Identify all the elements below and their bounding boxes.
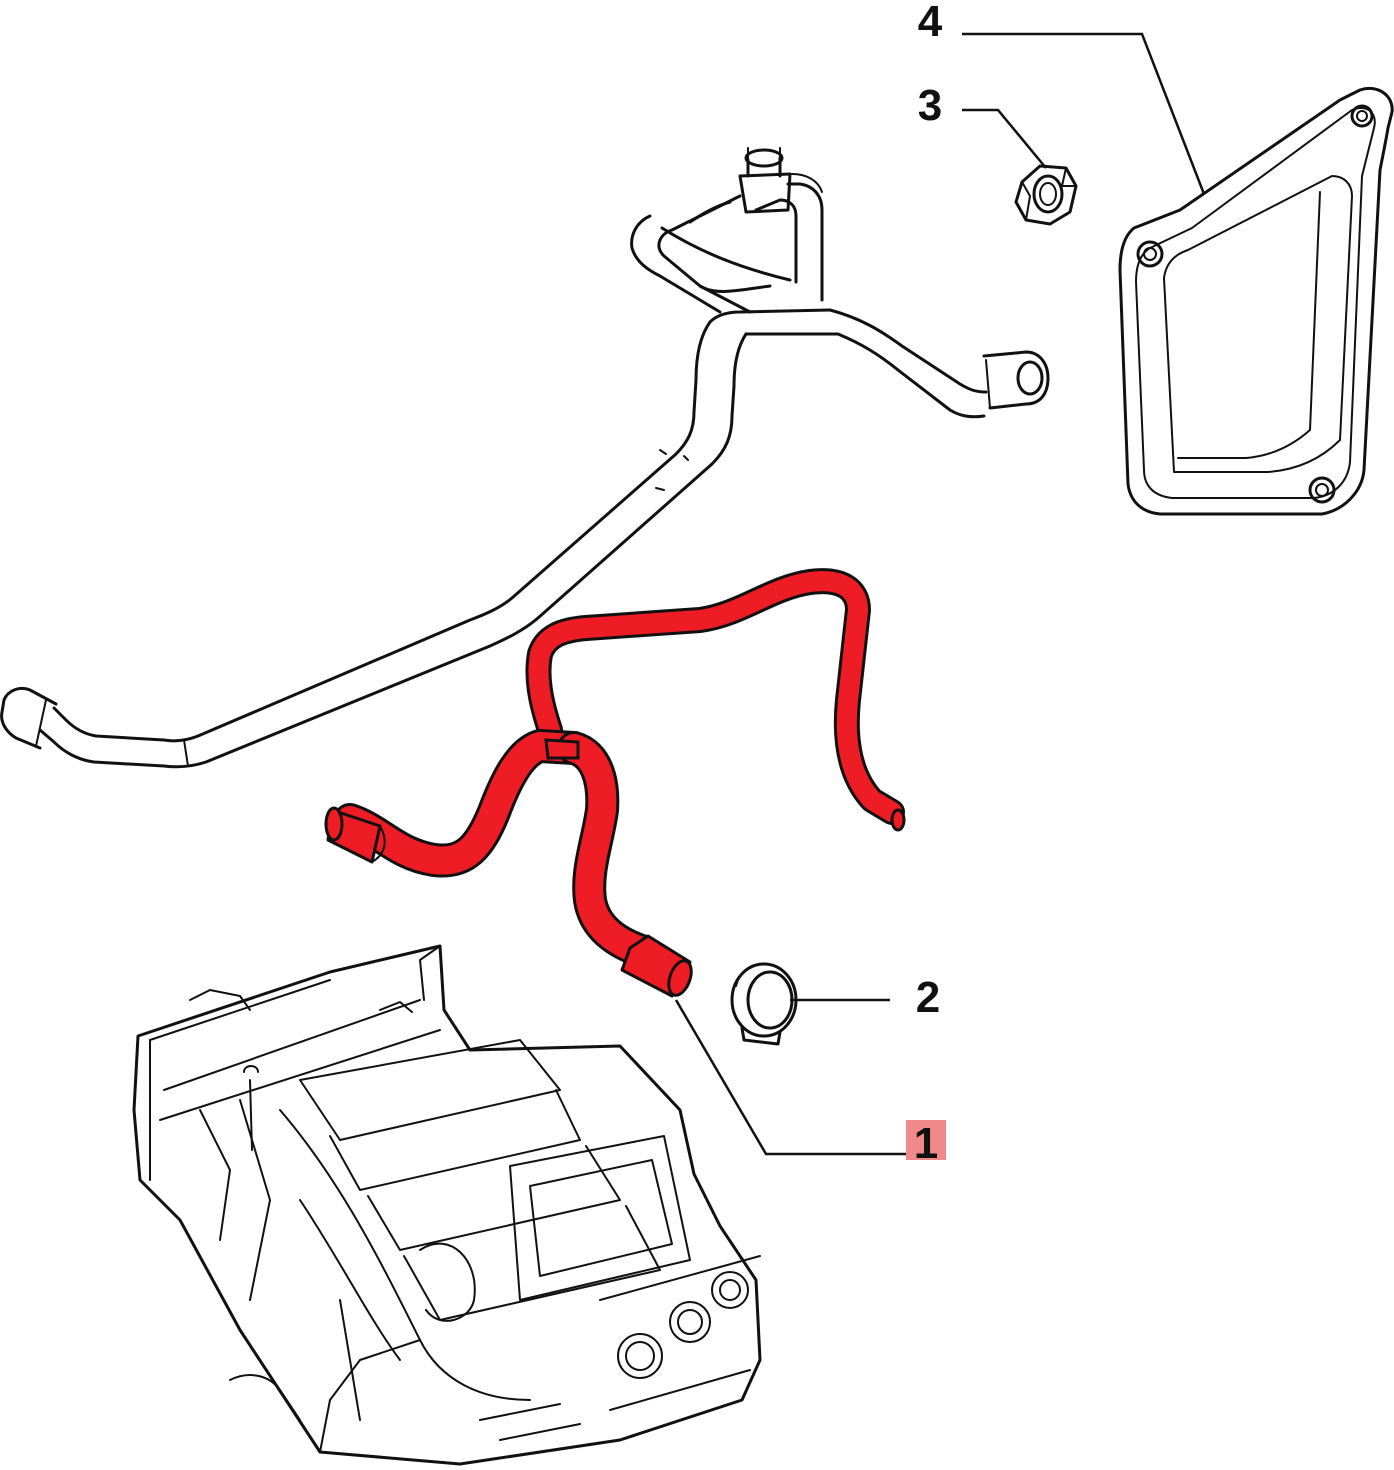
part-2-hose-clamp[interactable] [730,962,798,1046]
callout-labels: 1 2 3 4 [906,0,946,1168]
leader-part-4 [962,32,1206,195]
callout-1: 1 [914,1119,938,1168]
part-1-coolant-hose[interactable] [324,568,906,998]
leader-part-3 [962,108,1047,169]
leader-lines [674,32,1206,1156]
hvac-housing-assembly [132,944,762,1466]
callout-2: 2 [916,973,940,1022]
leader-part-1 [674,999,908,1156]
callout-4: 4 [918,0,943,46]
callout-3: 3 [918,81,942,130]
upper-pipe-assembly [0,147,1050,769]
part-4-gasket-plate[interactable] [1118,87,1394,516]
part-1-label-highlight [906,1120,946,1160]
part-3-hex-nut[interactable] [1014,164,1078,226]
